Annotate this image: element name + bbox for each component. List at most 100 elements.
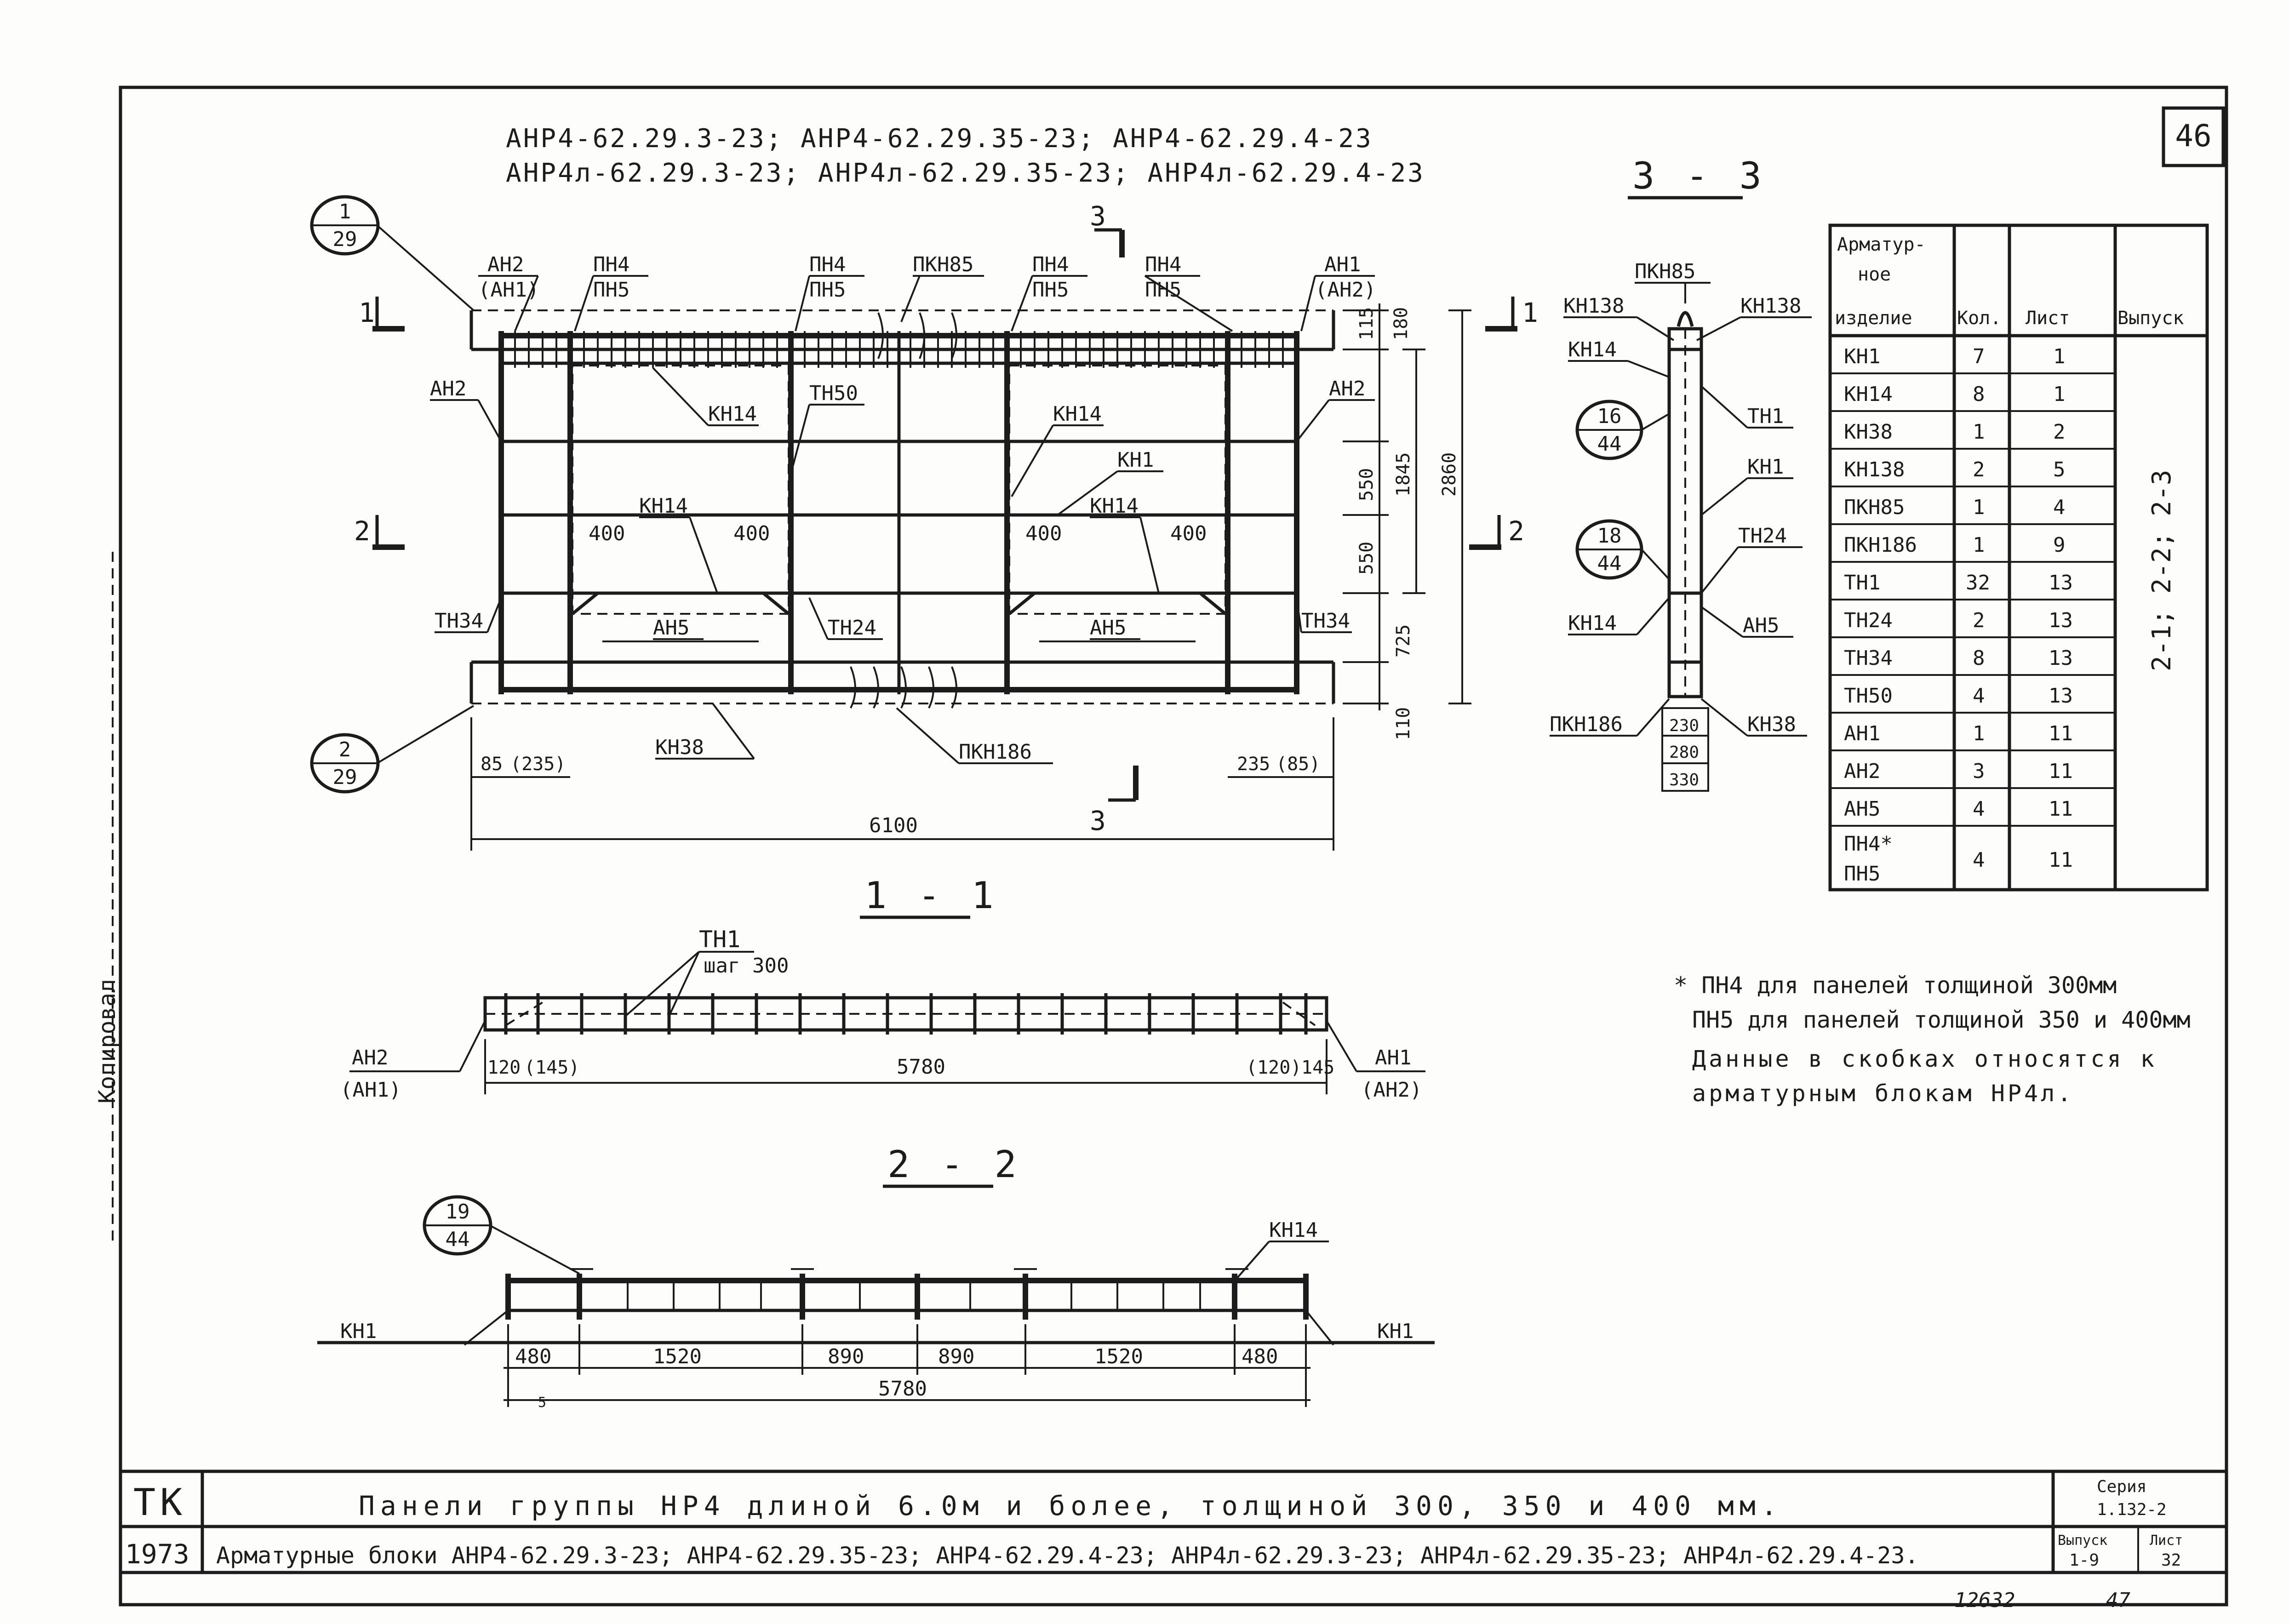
- spec-header-release: Выпуск: [2117, 308, 2184, 329]
- label-400-b: 400: [733, 522, 770, 545]
- label-400-d: 400: [1170, 522, 1207, 545]
- elevation-view: [469, 309, 1335, 709]
- table-row: 13: [2049, 571, 2073, 595]
- s22-dim-1: 480: [515, 1345, 551, 1368]
- s33-label-tn1: ТН1: [1747, 405, 1784, 428]
- table-row: ТН24: [1844, 609, 1893, 632]
- s33-callout-18-num: 18: [1597, 524, 1622, 548]
- section22-title: 2 - 2: [887, 1143, 1021, 1186]
- dim-235: (235): [510, 754, 566, 775]
- section22-view: [317, 1268, 1435, 1407]
- s33-dim-230: 230: [1669, 716, 1699, 735]
- table-row: АН1: [1844, 722, 1880, 745]
- s11-an1-paren: (АН1): [340, 1078, 401, 1102]
- label-an2-paren-top: (АН2): [1315, 278, 1376, 302]
- label-pn4-4: ПН4: [1145, 253, 1181, 276]
- table-row: 2: [1973, 458, 1985, 481]
- s22-callout-19-sheet: 44: [446, 1228, 470, 1251]
- s22-callout-19-44: [423, 1195, 580, 1275]
- title-line-2: Арматурные блоки АНР4-62.29.3-23; АНР4-6…: [216, 1542, 1919, 1569]
- side-signature: Копировал: [94, 979, 120, 1104]
- s33-label-kn14-top: КН14: [1568, 338, 1617, 361]
- section11-view: [483, 993, 1328, 1094]
- stamp-number: 12632: [1954, 1589, 2015, 1612]
- table-row: 1: [1973, 496, 1985, 519]
- s22-dim-2: 1520: [653, 1345, 702, 1368]
- s11-step: шаг 300: [704, 954, 789, 978]
- s33-dim-280: 280: [1669, 743, 1699, 762]
- callout-2-num: 2: [339, 738, 351, 761]
- issue-label: Выпуск: [2058, 1533, 2107, 1549]
- table-row: 5: [2053, 458, 2066, 481]
- section33-view: [1661, 311, 1709, 792]
- s22-dim-small: 5: [538, 1395, 546, 1411]
- s33-label-an5: АН5: [1743, 614, 1779, 637]
- sheet-value: 32: [2161, 1551, 2181, 1570]
- table-row: ПКН186: [1844, 533, 1917, 557]
- callout-1-sheet: 29: [333, 228, 357, 251]
- table-row: 1: [1973, 533, 1985, 557]
- label-an2-right: АН2: [1329, 377, 1365, 400]
- cut-label-2-left: 2: [354, 515, 370, 547]
- note-line-4: арматурным блокам НР4л.: [1692, 1080, 2074, 1107]
- spec-header-item-2: ное: [1858, 264, 1891, 285]
- table-row: 8: [1973, 646, 1985, 670]
- cut-label-3-top: 3: [1090, 200, 1106, 232]
- dim-180: 180: [1391, 307, 1412, 340]
- s11-leaders: [349, 951, 1425, 1072]
- s33-dim-330: 330: [1669, 771, 1699, 789]
- dim-235-right: 235: [1237, 754, 1270, 775]
- s33-callout-18-44: [1575, 519, 1670, 580]
- table-row: 13: [2049, 646, 2073, 670]
- header-codes-line2: АНР4л-62.29.3-23; АНР4л-62.29.35-23; АНР…: [506, 158, 1425, 188]
- label-pn4-3: ПН4: [1032, 253, 1069, 276]
- table-row-last-sheet: 11: [2049, 848, 2073, 872]
- dim-115: 115: [1356, 307, 1377, 340]
- label-pn5-4: ПН5: [1145, 278, 1181, 302]
- issue-value: 1-9: [2069, 1551, 2099, 1570]
- table-row: АН5: [1844, 797, 1880, 821]
- s11-dim-5780: 5780: [897, 1055, 945, 1079]
- series-value: 1.132-2: [2097, 1500, 2167, 1519]
- table-row: 1: [1973, 420, 1985, 444]
- s33-callout-18-sheet: 44: [1597, 552, 1622, 575]
- s33-callout-16-sheet: 44: [1597, 432, 1622, 456]
- table-row-last-qty: 4: [1973, 848, 1985, 872]
- callout-2-29: [310, 705, 475, 794]
- s22-dim-6: 480: [1242, 1345, 1278, 1368]
- table-row: 2: [2053, 420, 2066, 444]
- table-row: ТН1: [1844, 571, 1880, 595]
- dim-1845: 1845: [1393, 452, 1414, 497]
- table-row: 4: [2053, 496, 2066, 519]
- label-kn14-b: КН14: [1053, 402, 1102, 426]
- dim-725: 725: [1393, 624, 1414, 658]
- cut-label-3-bottom: 3: [1090, 805, 1106, 836]
- s22-leaders: [464, 1241, 1334, 1346]
- title-tk: ТК: [133, 1481, 187, 1524]
- s33-label-kn138-r: КН138: [1740, 294, 1801, 318]
- table-row: ПКН85: [1844, 496, 1905, 519]
- s33-callout-16-44: [1575, 400, 1670, 460]
- s11-tn1: ТН1: [699, 926, 740, 953]
- cut-label-2-right: 2: [1508, 515, 1524, 547]
- label-pn4-1: ПН4: [593, 253, 629, 276]
- callout-1-29: [310, 195, 475, 311]
- table-row-last-item1: ПН4*: [1844, 832, 1893, 856]
- sheet-frame: [119, 86, 2228, 1607]
- s22-dim-total: 5780: [878, 1377, 927, 1401]
- dim-550-a: 550: [1356, 468, 1377, 501]
- s33-label-kn14-bottom: КН14: [1568, 612, 1617, 635]
- elevation-labels: АН2 (АН1) ПН4 ПН5 ПН4 ПН5 ПКН85 ПН4 ПН5 …: [430, 253, 1376, 764]
- spec-header-item-1: Арматур-: [1837, 234, 1926, 255]
- s11-dim-145: (145): [524, 1057, 579, 1078]
- label-pn5-1: ПН5: [593, 278, 629, 302]
- s22-dim-3: 890: [828, 1345, 864, 1368]
- page-number: 46: [2175, 118, 2211, 154]
- label-tn24: ТН24: [828, 616, 876, 640]
- dim-6100: 6100: [869, 814, 918, 837]
- label-400-a: 400: [589, 522, 625, 545]
- cut-label-1-left: 1: [359, 297, 375, 328]
- s11-an2-paren: (АН2): [1361, 1078, 1422, 1102]
- label-an5-b: АН5: [1090, 616, 1126, 640]
